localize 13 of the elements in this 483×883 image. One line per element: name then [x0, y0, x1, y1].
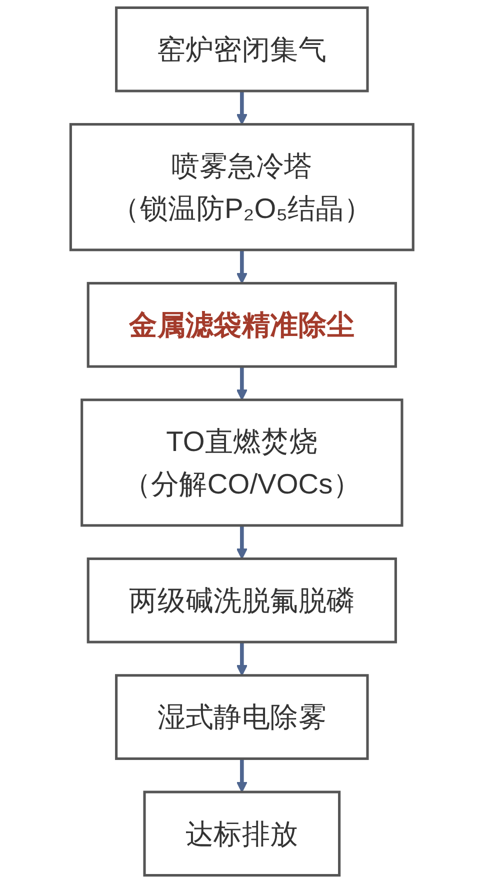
arrow — [236, 642, 248, 676]
node-box: 喷雾急冷塔 （锁温防P₂O₅结晶） — [69, 123, 414, 252]
node-box: TO直燃焚烧 （分解CO/VOCs） — [80, 398, 403, 527]
node-box: 湿式静电除雾 — [114, 674, 368, 760]
arrow — [236, 250, 248, 284]
arrow — [236, 758, 248, 793]
arrow — [236, 366, 248, 400]
node-box: 窑炉密闭集气 — [114, 6, 368, 92]
node-box: 两级碱洗脱氟脱磷 — [86, 557, 397, 644]
node-box: 金属滤袋精准除尘 — [86, 282, 397, 368]
arrow — [236, 91, 248, 125]
arrow — [236, 525, 248, 560]
node-box: 达标排放 — [142, 790, 340, 877]
